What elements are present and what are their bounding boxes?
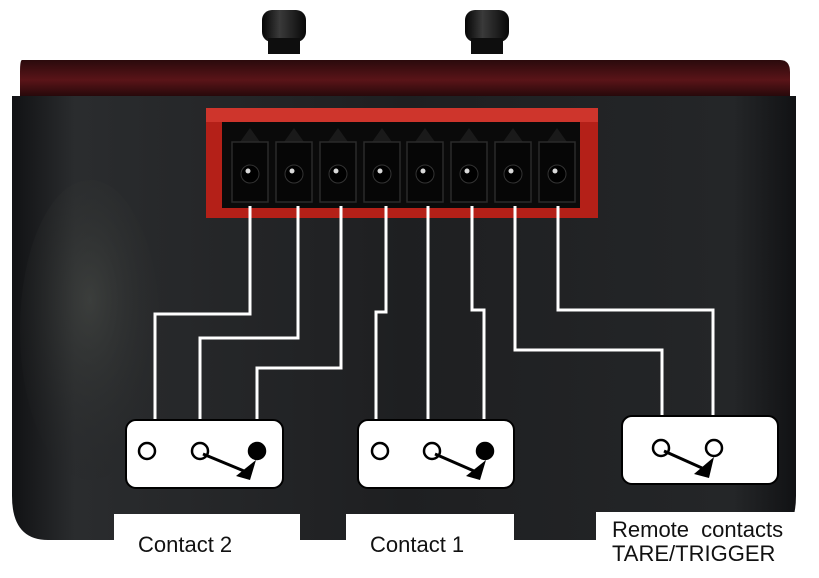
terminal-pin	[450, 128, 488, 203]
remote-contacts-label-box: Remote contacts TARE/TRIGGER	[596, 512, 819, 578]
device-lid	[20, 60, 790, 100]
top-knob-right	[465, 10, 509, 54]
terminal-pin	[494, 128, 532, 203]
contact-2-label: Contact 2	[138, 532, 233, 557]
housing-reflection	[20, 180, 160, 480]
tare-trigger-label: TARE/TRIGGER	[612, 541, 776, 566]
terminal-pin	[406, 128, 444, 203]
contact-1-label: Contact 1	[370, 532, 465, 557]
terminal-pin	[275, 128, 313, 203]
terminal-pin	[363, 128, 401, 203]
wiring	[153, 206, 715, 424]
contact-1-label-box: Contact 1	[346, 514, 514, 578]
remote-contacts-label: Remote contacts	[612, 517, 784, 542]
terminal-pin	[319, 128, 357, 203]
terminal-pin	[231, 128, 269, 203]
contact-2-label-box: Contact 2	[114, 514, 300, 578]
contact-2-switch	[125, 419, 284, 489]
contact-1-switch	[357, 419, 515, 489]
remote-contacts-switch	[621, 415, 779, 485]
terminal-pin	[538, 128, 576, 203]
top-knob-left	[262, 10, 306, 54]
terminal-block	[222, 122, 580, 208]
